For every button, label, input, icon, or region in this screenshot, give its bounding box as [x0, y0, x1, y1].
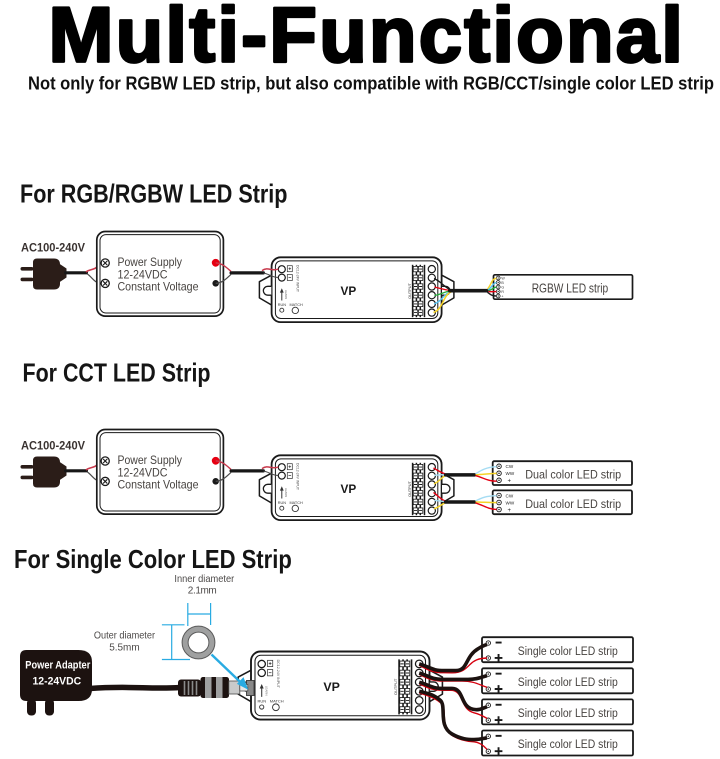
svg-text:Power Adapter: Power Adapter — [25, 660, 91, 672]
svg-text:For CCT LED Strip: For CCT LED Strip — [23, 360, 211, 388]
svg-text:Inner diameter: Inner diameter — [174, 573, 234, 585]
svg-text:For Single Color LED Strip: For Single Color LED Strip — [14, 546, 292, 574]
svg-text:Outer diameter: Outer diameter — [94, 630, 156, 642]
svg-text:2.1mm: 2.1mm — [188, 586, 217, 597]
svg-text:5.5mm: 5.5mm — [109, 642, 140, 654]
svg-text:Not only for RGBW LED strip, b: Not only for RGBW LED strip, but also co… — [28, 74, 714, 94]
svg-text:12-24VDC: 12-24VDC — [33, 676, 82, 688]
svg-text:Multi-Functional: Multi-Functional — [49, 0, 686, 79]
svg-text:For RGB/RGBW LED Strip: For RGB/RGBW LED Strip — [20, 180, 288, 208]
